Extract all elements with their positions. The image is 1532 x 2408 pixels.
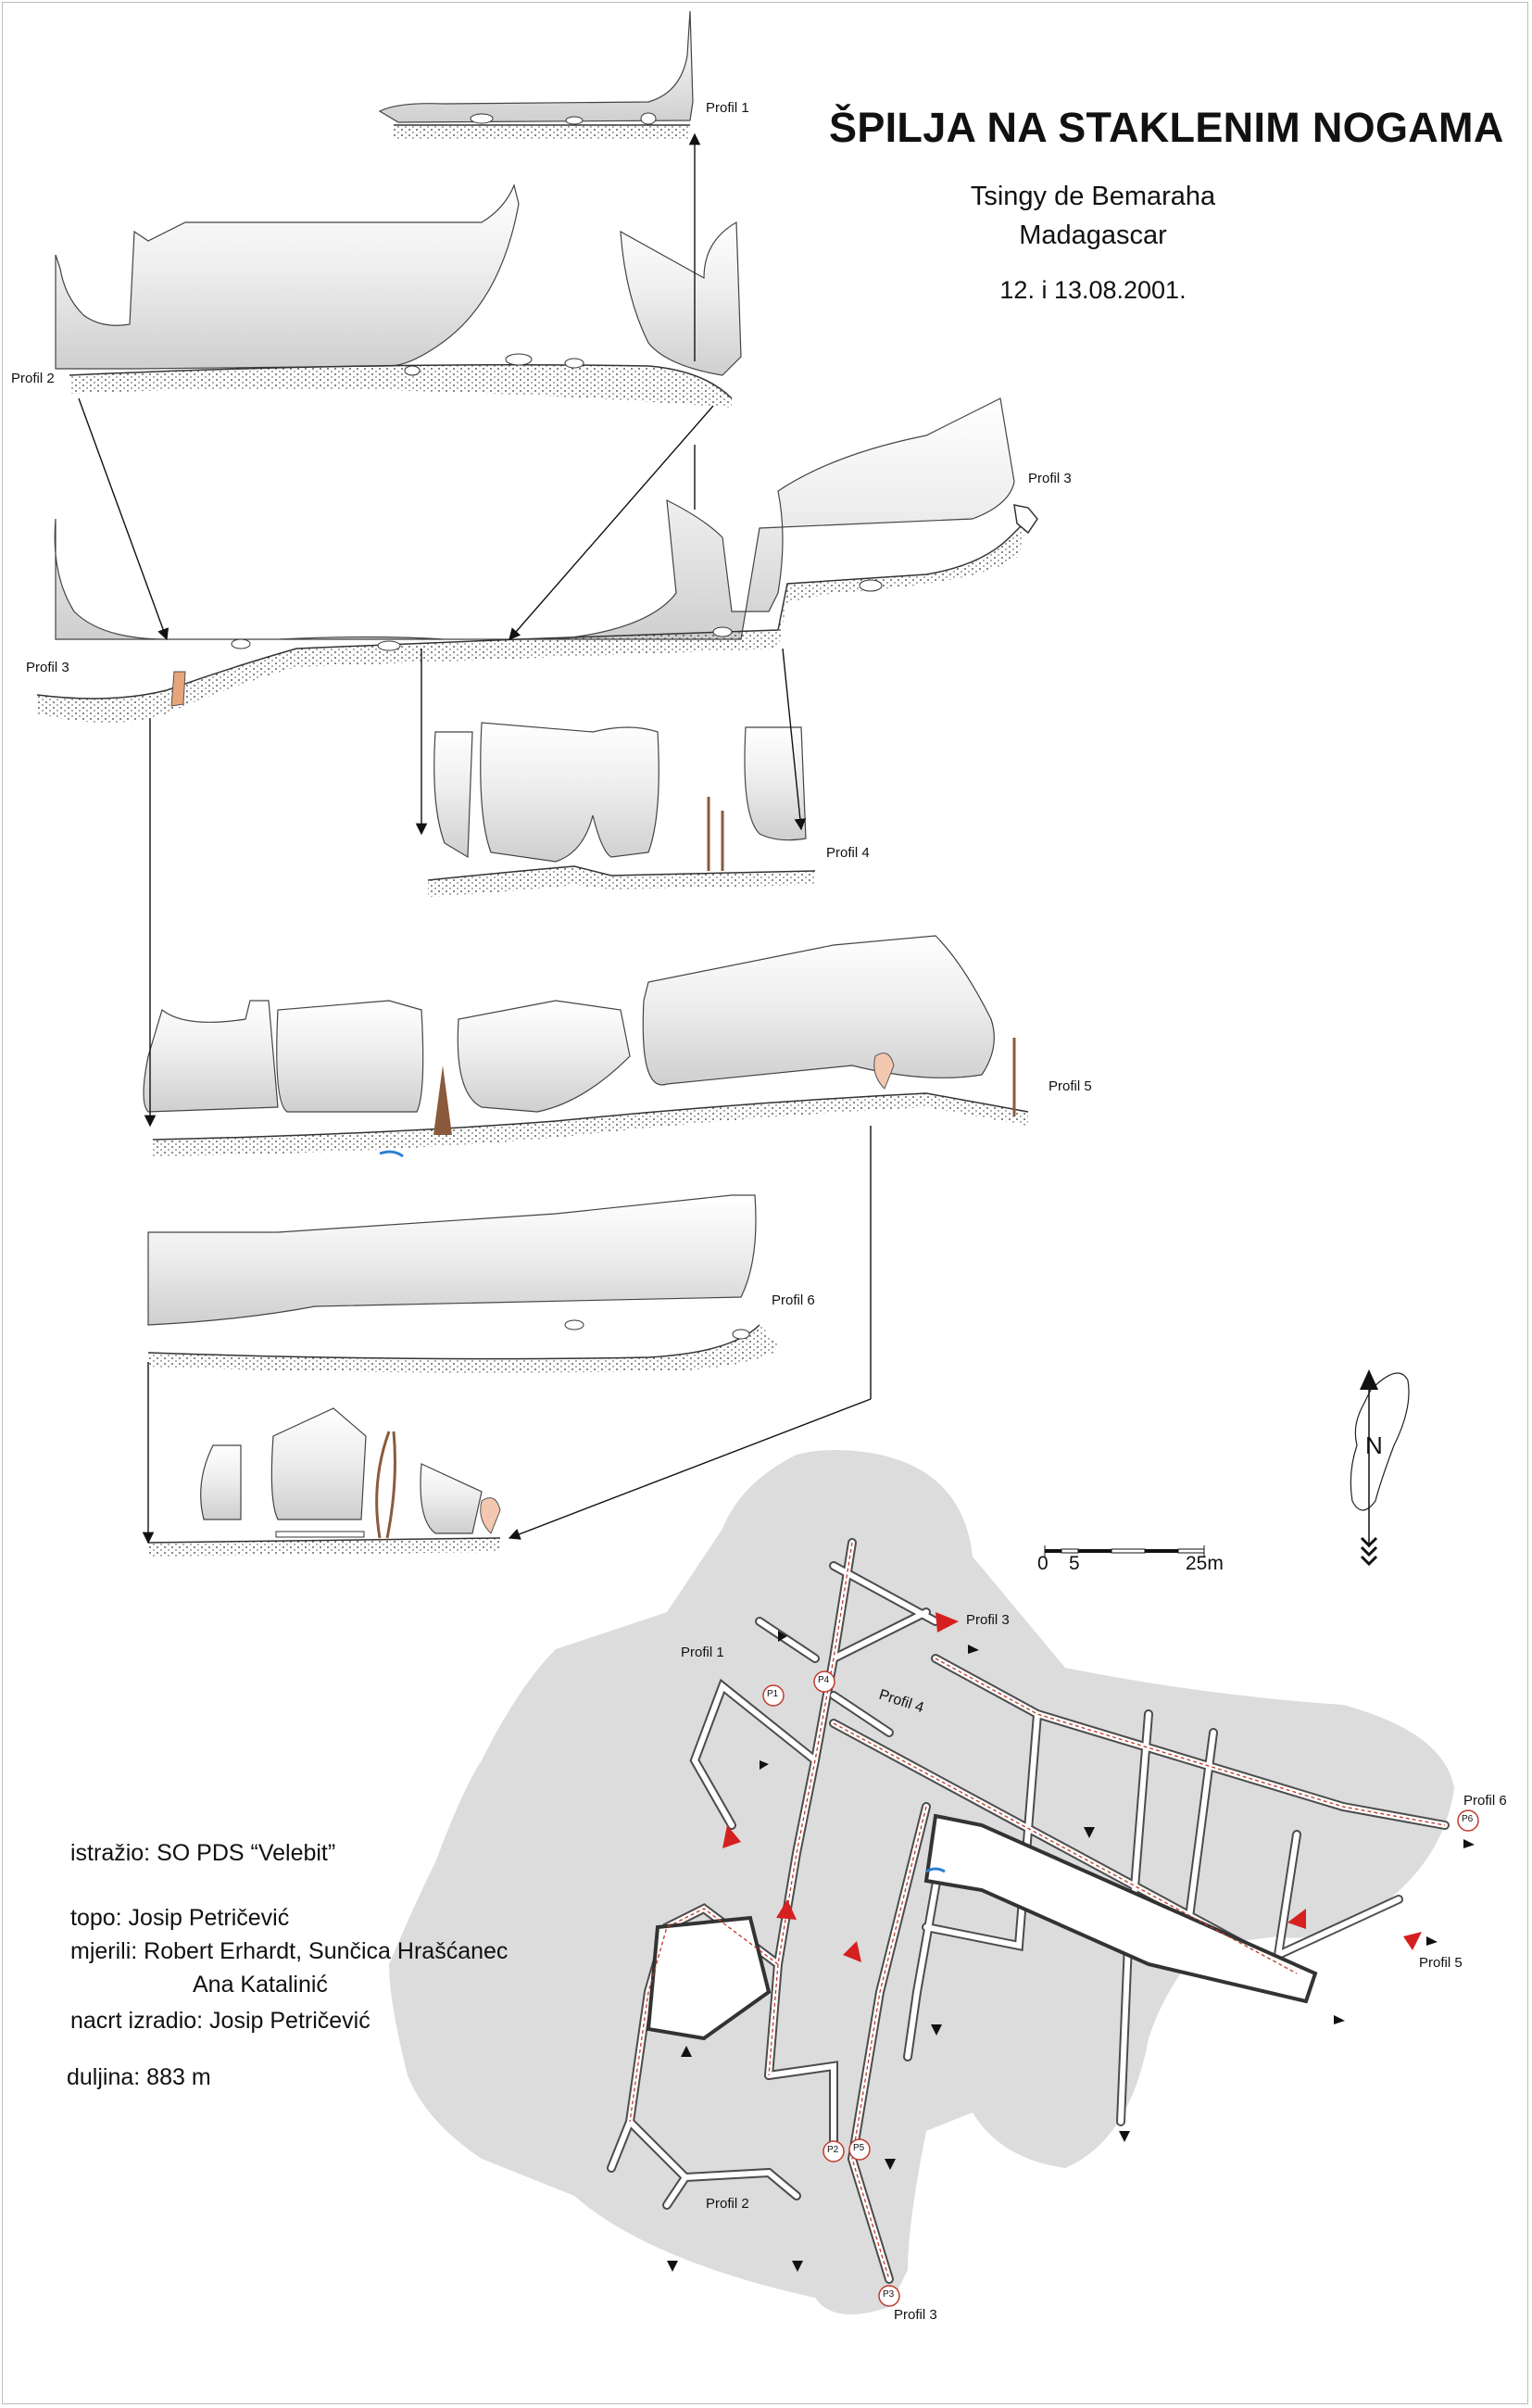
profile-4 <box>427 722 816 897</box>
location-line-1: Tsingy de Bemaraha <box>970 182 1216 211</box>
map-title: ŠPILJA NA STAKLENIM NOGAMA <box>829 104 1504 151</box>
north-arrow-icon <box>1350 1369 1410 1567</box>
label-profil-3-right: Profil 3 <box>1028 471 1072 486</box>
profile-5 <box>143 935 1029 1158</box>
label-profil-4: Profil 4 <box>826 845 870 861</box>
profile-3 <box>36 397 1038 723</box>
plan-marker-p5: P5 <box>853 2143 865 2153</box>
credit-drawn: nacrt izradio: Josip Petričević <box>70 2008 370 2034</box>
scale-bar <box>1044 1545 1205 1557</box>
plan-marker-p6: P6 <box>1462 1814 1474 1824</box>
cave-plan <box>389 1450 1479 2314</box>
plan-label-profil-5: Profil 5 <box>1419 1955 1463 1971</box>
plan-marker-p2: P2 <box>827 2145 839 2155</box>
profile-2 <box>55 183 742 408</box>
plan-marker-p3: P3 <box>883 2289 895 2300</box>
credit-explored: istražio: SO PDS “Velebit” <box>70 1840 336 1866</box>
plan-label-profil-6: Profil 6 <box>1463 1793 1507 1809</box>
plan-label-profil-1: Profil 1 <box>681 1645 724 1660</box>
credit-measured-2: Ana Katalinić <box>193 1972 328 1998</box>
cave-length: duljina: 883 m <box>67 2064 211 2090</box>
profile-6 <box>147 1194 778 1373</box>
credit-topo: topo: Josip Petričević <box>70 1905 290 1931</box>
label-profil-5: Profil 5 <box>1049 1078 1092 1094</box>
profile-connections <box>78 132 872 1544</box>
profile-bottom <box>147 1407 501 1557</box>
plan-label-profil-2: Profil 2 <box>706 2196 749 2212</box>
label-profil-3-left: Profil 3 <box>26 660 69 675</box>
label-profil-1: Profil 1 <box>706 100 749 116</box>
scale-label-0: 0 <box>1037 1553 1049 1574</box>
plan-marker-p4: P4 <box>818 1675 830 1685</box>
north-label: N <box>1365 1431 1383 1459</box>
plan-label-profil-3-bottom: Profil 3 <box>894 2307 937 2323</box>
scale-label-25m: 25m <box>1186 1553 1224 1574</box>
plan-label-profil-3-top: Profil 3 <box>966 1612 1010 1628</box>
survey-date: 12. i 13.08.2001. <box>999 276 1187 304</box>
profile-1 <box>378 10 694 139</box>
credit-measured: mjerili: Robert Erhardt, Sunčica Hrašćan… <box>70 1938 509 1964</box>
label-profil-2: Profil 2 <box>11 371 55 386</box>
location-line-2: Madagascar <box>1019 221 1167 250</box>
label-profil-6: Profil 6 <box>772 1292 815 1308</box>
plan-marker-p1: P1 <box>767 1689 779 1699</box>
scale-label-5: 5 <box>1069 1553 1080 1574</box>
